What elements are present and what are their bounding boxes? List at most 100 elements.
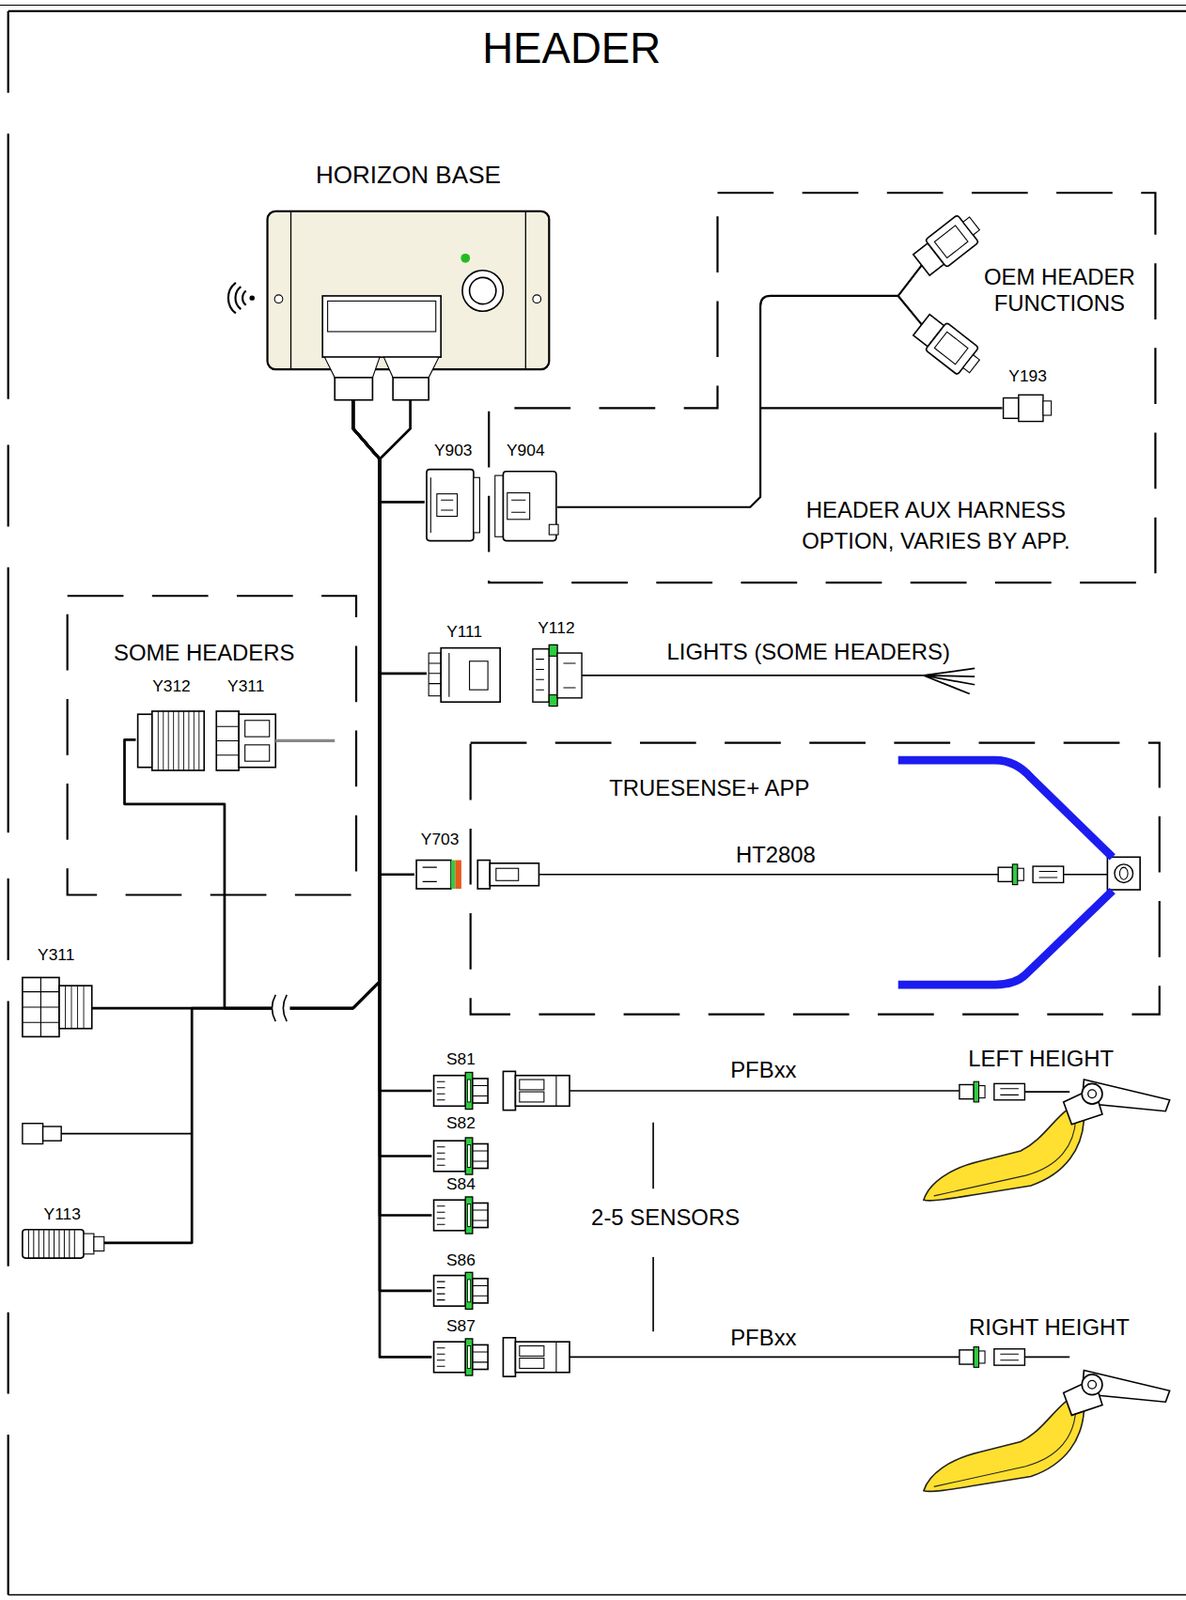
horizon-base-unit xyxy=(274,295,283,304)
y193-connector xyxy=(1018,394,1044,422)
part-number: S86 xyxy=(431,1251,490,1271)
y904-connector xyxy=(507,493,531,520)
y311-connector xyxy=(245,745,270,762)
spare-connector xyxy=(22,1123,44,1145)
connector-part: S87 xyxy=(431,1317,490,1378)
illustration xyxy=(434,1272,489,1310)
harness-wire xyxy=(353,400,433,1358)
oem-connector xyxy=(910,311,985,380)
y904-connector xyxy=(511,499,526,513)
part-number: S81 xyxy=(431,1050,490,1070)
y703-connector xyxy=(454,860,462,890)
harness-wire xyxy=(557,407,1003,507)
part-number: Y111 xyxy=(426,622,502,641)
y311-connector xyxy=(65,985,85,1030)
connector-part: S84 xyxy=(431,1175,490,1235)
wireless-symbol xyxy=(235,286,242,310)
y311-connector xyxy=(22,977,93,1037)
oem-connector xyxy=(963,217,981,235)
y703-connector xyxy=(451,860,455,890)
wireless-symbol xyxy=(249,295,255,300)
region-heading: TRUESENSE+ APP xyxy=(577,775,843,803)
illustration xyxy=(434,1197,489,1234)
page-frame xyxy=(8,10,1186,13)
horizon-base-unit xyxy=(322,296,441,358)
connector-part: Y312 xyxy=(135,677,207,773)
connector-part: Y112 xyxy=(529,619,585,706)
spare-connector xyxy=(43,1126,63,1141)
y312-connector xyxy=(152,711,204,771)
y703-connector xyxy=(416,860,452,890)
part-number: S82 xyxy=(431,1114,490,1134)
y111-connector xyxy=(440,648,500,703)
connector-part: Y311 xyxy=(214,677,278,773)
aux-harness-wire xyxy=(760,296,899,408)
dashed-region: SOME HEADERS Y312Y311 xyxy=(66,594,359,896)
region-heading: HEADER AUX HARNESS OPTION, VARIES BY APP… xyxy=(782,494,1090,558)
y703-connector xyxy=(489,863,539,887)
illustration xyxy=(959,1347,1026,1369)
annotation-label: LEFT HEIGHT xyxy=(967,1045,1114,1074)
horizon-base-unit xyxy=(383,357,439,378)
y903-connector xyxy=(473,477,481,533)
sensing-band xyxy=(898,760,1113,985)
connector-part: Y903 xyxy=(424,441,483,544)
y904-connector xyxy=(548,524,559,535)
truesense-sensor xyxy=(1119,867,1128,880)
horizon-base-unit xyxy=(267,211,550,401)
oem-connector xyxy=(910,209,985,279)
wireless-symbol xyxy=(228,282,236,314)
illustration xyxy=(923,1079,1171,1202)
y111-connector xyxy=(448,653,450,698)
y193-connector xyxy=(1003,398,1019,420)
y111-connector xyxy=(469,661,489,690)
annotation-label: RIGHT HEIGHT xyxy=(968,1315,1130,1343)
horizon-base-unit xyxy=(532,295,542,304)
annotation-label: PFBxx xyxy=(730,1057,796,1085)
page-frame xyxy=(0,4,1186,6)
annotation-label: PFBxx xyxy=(730,1326,796,1354)
y113-connector xyxy=(28,1230,75,1259)
y311-connector xyxy=(216,711,276,771)
y112-connector xyxy=(548,644,558,656)
dashed-outline xyxy=(470,743,1160,1015)
wireless-symbol xyxy=(242,291,247,306)
y703-connector xyxy=(477,860,490,890)
horizon-base-unit xyxy=(267,211,550,370)
sensing-band xyxy=(898,890,1113,985)
horizon-base-unit xyxy=(324,357,380,378)
oem-connector xyxy=(963,355,981,374)
truesense-sensor xyxy=(1114,864,1134,884)
illustration xyxy=(959,1081,1026,1103)
break-symbol xyxy=(271,994,291,1023)
spare-connector xyxy=(61,1133,192,1136)
harness-wire xyxy=(353,400,415,875)
oem-connector xyxy=(925,215,980,268)
dashed-outline xyxy=(488,192,1155,583)
illustration xyxy=(434,1339,489,1376)
diagram-title: HEADER xyxy=(482,23,661,76)
y312-connector xyxy=(157,711,199,771)
part-number: Y904 xyxy=(494,441,558,461)
y112-connector xyxy=(532,644,582,706)
y193-connector xyxy=(1043,401,1052,416)
y112-connector xyxy=(548,644,558,706)
y904-connector xyxy=(495,475,504,537)
horizon-base-unit xyxy=(460,253,470,264)
y112-connector xyxy=(557,653,582,699)
harness-wire xyxy=(353,400,433,1157)
connector-part: S81 xyxy=(431,1050,490,1110)
oem-connector xyxy=(934,331,968,365)
illustration xyxy=(502,1071,570,1110)
grey-cable xyxy=(275,739,335,743)
y193-connector xyxy=(1003,394,1052,422)
region-heading: SOME HEADERS xyxy=(92,639,317,668)
lights-wire xyxy=(581,674,924,677)
connector-part: Y311 xyxy=(20,946,93,1039)
y311-connector xyxy=(245,720,270,737)
y111-connector xyxy=(428,648,500,703)
